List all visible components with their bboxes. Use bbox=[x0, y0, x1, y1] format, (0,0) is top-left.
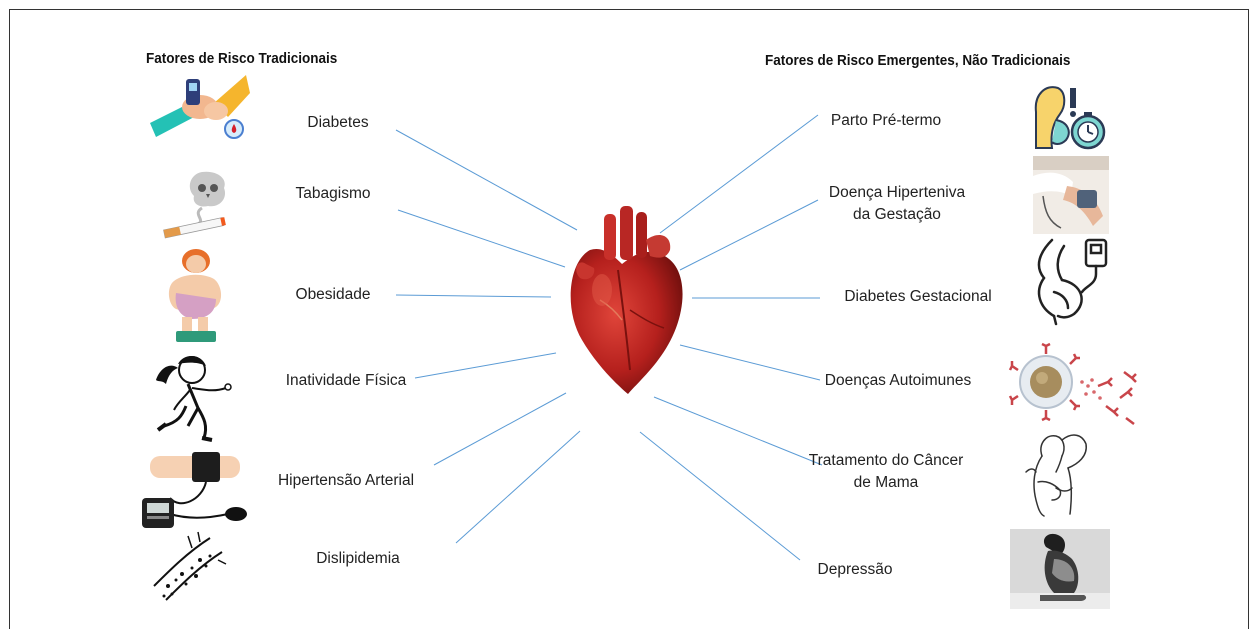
label-obesidade: Obesidade bbox=[296, 284, 371, 306]
connector-tabagismo bbox=[398, 210, 565, 267]
connector-hipertensiva bbox=[680, 200, 818, 270]
cigarette-smoke-skull-icon bbox=[162, 168, 252, 240]
label-doenca-hipertensiva-line1: Doença Hiperteniva bbox=[829, 182, 965, 204]
cholesterol-artery-icon bbox=[148, 530, 230, 604]
connector-hipertensao bbox=[434, 393, 566, 465]
label-diabetes: Diabetes bbox=[307, 112, 368, 134]
label-diabetes-gestacional: Diabetes Gestacional bbox=[844, 286, 991, 308]
depressed-person-photo-icon bbox=[1010, 529, 1110, 609]
connector-depressao bbox=[640, 432, 800, 560]
obese-person-on-scale-icon bbox=[162, 247, 228, 345]
label-hipertensao-arterial: Hipertensão Arterial bbox=[278, 470, 414, 492]
blood-pressure-cuff-icon bbox=[140, 448, 250, 532]
traditional-heading: Fatores de Risco Tradicionais bbox=[146, 50, 337, 67]
anatomical-heart-icon bbox=[560, 200, 690, 400]
label-tabagismo: Tabagismo bbox=[296, 183, 371, 205]
label-doenca-hipertensiva: Doença Hiperteniva da Gestação bbox=[829, 182, 965, 226]
label-doencas-autoimunes: Doenças Autoimunes bbox=[825, 370, 971, 392]
connector-cancer bbox=[654, 397, 822, 465]
label-depressao: Depressão bbox=[818, 559, 893, 581]
label-doenca-hipertensiva-line2: da Gestação bbox=[829, 204, 965, 226]
label-tratamento-cancer-line1: Tratamento do Câncer bbox=[809, 450, 964, 472]
emerging-heading: Fatores de Risco Emergentes, Não Tradici… bbox=[765, 52, 1070, 69]
connector-obesidade bbox=[396, 295, 551, 297]
connector-autoimunes bbox=[680, 345, 820, 380]
label-tratamento-cancer: Tratamento do Câncer de Mama bbox=[809, 450, 964, 494]
label-dislipidemia: Dislipidemia bbox=[316, 548, 400, 570]
label-parto-pre-termo: Parto Pré-termo bbox=[831, 110, 941, 132]
pregnant-woman-stopwatch-icon bbox=[1030, 82, 1110, 152]
connector-inatividade bbox=[415, 353, 556, 378]
breast-self-exam-icon bbox=[1016, 428, 1096, 518]
pregnant-woman-glucose-icon bbox=[1030, 236, 1114, 326]
running-woman-icon bbox=[148, 350, 244, 446]
connector-dislipidemia bbox=[456, 431, 580, 543]
connector-diabetes bbox=[396, 130, 577, 230]
autoimmune-cell-antibodies-icon bbox=[1008, 340, 1148, 430]
label-inatividade-fisica: Inatividade Física bbox=[286, 370, 407, 392]
blood-pressure-measurement-photo-icon bbox=[1033, 156, 1109, 234]
glucose-meter-icon bbox=[150, 73, 250, 143]
label-tratamento-cancer-line2: de Mama bbox=[809, 472, 964, 494]
